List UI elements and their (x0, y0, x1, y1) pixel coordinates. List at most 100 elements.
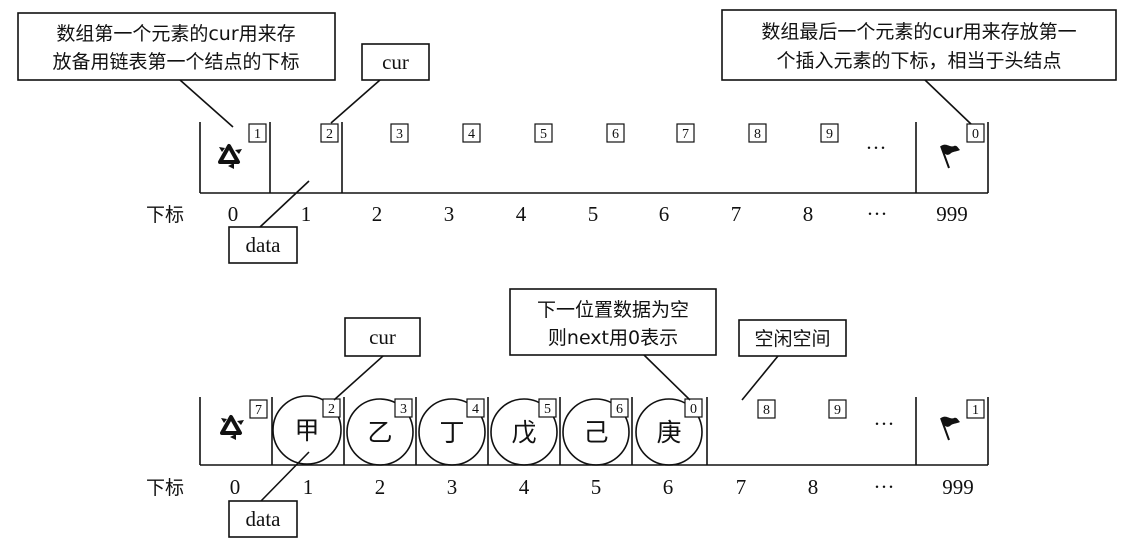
top-callout-right-line1: 数组最后一个元素的cur用来存放第一 (761, 21, 1076, 43)
bottom-cell-5-data: 己 (583, 418, 608, 447)
bottom-cell-4-data: 戊 (511, 418, 536, 447)
bottom-callout-data: data (228, 451, 310, 538)
bottom-cell-8-cur-value: 9 (834, 403, 841, 418)
top-cell-10-cur: 0 (966, 123, 985, 143)
bottom-cell-5-node: 己 (562, 398, 630, 466)
bottom-cell-6-cur: 0 (684, 398, 703, 418)
bottom-callout-free-text: 空闲空间 (754, 328, 830, 350)
flag-icon (940, 144, 960, 169)
bottom-array: 甲 乙 丁 戊 己 庚 7 2 3 4 5 6 0 8 9 1 ··· 下标 0… (146, 288, 989, 538)
bottom-index: 8 (808, 475, 819, 499)
bottom-cell-5-cur-value: 6 (616, 402, 623, 417)
top-callout-data-text: data (246, 233, 282, 257)
bottom-cell-2-cur-value: 3 (400, 402, 407, 417)
top-cell-3-cur: 4 (462, 123, 481, 143)
top-cell-6-cur-value: 7 (682, 127, 689, 142)
bottom-cell-2-cur: 3 (394, 398, 413, 418)
top-cell-8-cur-value: 9 (826, 127, 833, 142)
bottom-cell-3-node: 丁 (418, 398, 486, 466)
bottom-index: 6 (663, 475, 674, 499)
top-callout-cur-text: cur (382, 50, 409, 74)
bottom-index: 7 (736, 475, 747, 499)
top-index: 1 (301, 202, 312, 226)
top-cell-6-cur: 7 (676, 123, 695, 143)
top-cell-7-cur: 8 (748, 123, 767, 143)
top-cell-ellipsis: ··· (866, 136, 887, 160)
bottom-cell-3-cur: 4 (466, 398, 485, 418)
bottom-cell-1-data: 甲 (294, 416, 319, 445)
top-index-label: 下标 (146, 204, 184, 226)
bottom-cell-1-node: 甲 (272, 395, 342, 465)
bottom-callout-data-text: data (246, 507, 282, 531)
recycle-icon (220, 415, 244, 440)
bottom-cell-0-cur-value: 7 (255, 403, 262, 418)
bottom-index-label: 下标 (146, 477, 184, 499)
top-cell-4-cur-value: 5 (540, 127, 547, 142)
bottom-index: 4 (519, 475, 530, 499)
top-callout-cur: cur (330, 43, 430, 124)
bottom-index: ··· (874, 475, 895, 499)
top-index: 3 (444, 202, 455, 226)
top-callout-left-line2: 放备用链表第一个结点的下标 (52, 51, 299, 73)
top-cell-2-cur: 3 (390, 123, 409, 143)
bottom-index: 0 (230, 475, 241, 499)
bottom-index: 5 (591, 475, 602, 499)
top-callout-right-line2: 个插入元素的下标，相当于头结点 (776, 50, 1061, 72)
top-index: 0 (228, 202, 239, 226)
bottom-cell-8-cur: 9 (828, 399, 847, 419)
bottom-index: 999 (942, 475, 974, 499)
bottom-cell-4-cur-value: 5 (544, 402, 551, 417)
top-callout-left-line1: 数组第一个元素的cur用来存 (56, 23, 295, 45)
top-index: 5 (588, 202, 599, 226)
bottom-cell-6-cur-value: 0 (690, 402, 697, 417)
top-array: 1 2 3 4 5 6 7 8 9 0 ··· 下标 0 1 2 3 4 5 6… (17, 9, 1117, 264)
bottom-cell-2-node: 乙 (346, 398, 414, 466)
bottom-callout-next: 下一位置数据为空 则next用0表示 (509, 288, 717, 401)
top-index: 999 (936, 202, 968, 226)
top-cell-8-cur: 9 (820, 123, 839, 143)
bottom-cell-2-data: 乙 (367, 418, 392, 447)
bottom-callout-free: 空闲空间 (738, 319, 847, 401)
bottom-cell-3-data: 丁 (439, 418, 464, 447)
bottom-cell-1-cur: 2 (322, 398, 341, 418)
top-index: ··· (867, 202, 888, 226)
top-callout-right: 数组最后一个元素的cur用来存放第一 个插入元素的下标，相当于头结点 (721, 9, 1117, 125)
bottom-cell-1-cur-value: 2 (328, 402, 335, 417)
bottom-index: 3 (447, 475, 458, 499)
bottom-index: 2 (375, 475, 386, 499)
top-cell-0-cur-value: 1 (254, 127, 261, 142)
bottom-index: 1 (303, 475, 314, 499)
bottom-cell-4-cur: 5 (538, 398, 557, 418)
flag-icon (940, 416, 960, 441)
bottom-callout-cur: cur (333, 317, 421, 401)
top-callout-left: 数组第一个元素的cur用来存 放备用链表第一个结点的下标 (17, 12, 336, 128)
recycle-icon (218, 144, 242, 169)
bottom-callout-cur-text: cur (369, 325, 396, 349)
top-callout-data: data (228, 180, 310, 264)
bottom-cell-3-cur-value: 4 (472, 402, 479, 417)
bottom-cell-5-cur: 6 (610, 398, 629, 418)
top-cell-2-cur-value: 3 (396, 127, 403, 142)
bottom-cell-6-data: 庚 (656, 418, 681, 447)
top-cell-10-cur-value: 0 (972, 127, 979, 142)
bottom-cell-10-cur-value: 1 (972, 403, 979, 418)
top-index: 4 (516, 202, 527, 226)
bottom-callout-next-line1: 下一位置数据为空 (537, 299, 689, 321)
bottom-callout-next-line2: 则next用0表示 (548, 327, 678, 349)
top-cell-1-cur: 2 (320, 123, 339, 143)
top-cell-1-cur-value: 2 (326, 127, 333, 142)
top-cell-7-cur-value: 8 (754, 127, 761, 142)
top-index: 8 (803, 202, 814, 226)
top-cell-5-cur: 6 (606, 123, 625, 143)
top-cell-5-cur-value: 6 (612, 127, 619, 142)
bottom-cell-4-node: 戊 (490, 398, 558, 466)
top-index: 7 (731, 202, 742, 226)
top-index: 6 (659, 202, 670, 226)
bottom-cell-10-cur: 1 (966, 399, 985, 419)
bottom-cell-7-cur: 8 (757, 399, 776, 419)
bottom-cell-ellipsis: ··· (874, 412, 895, 436)
bottom-cell-6-node: 庚 (635, 398, 703, 466)
bottom-cell-7-cur-value: 8 (763, 403, 770, 418)
top-index: 2 (372, 202, 383, 226)
